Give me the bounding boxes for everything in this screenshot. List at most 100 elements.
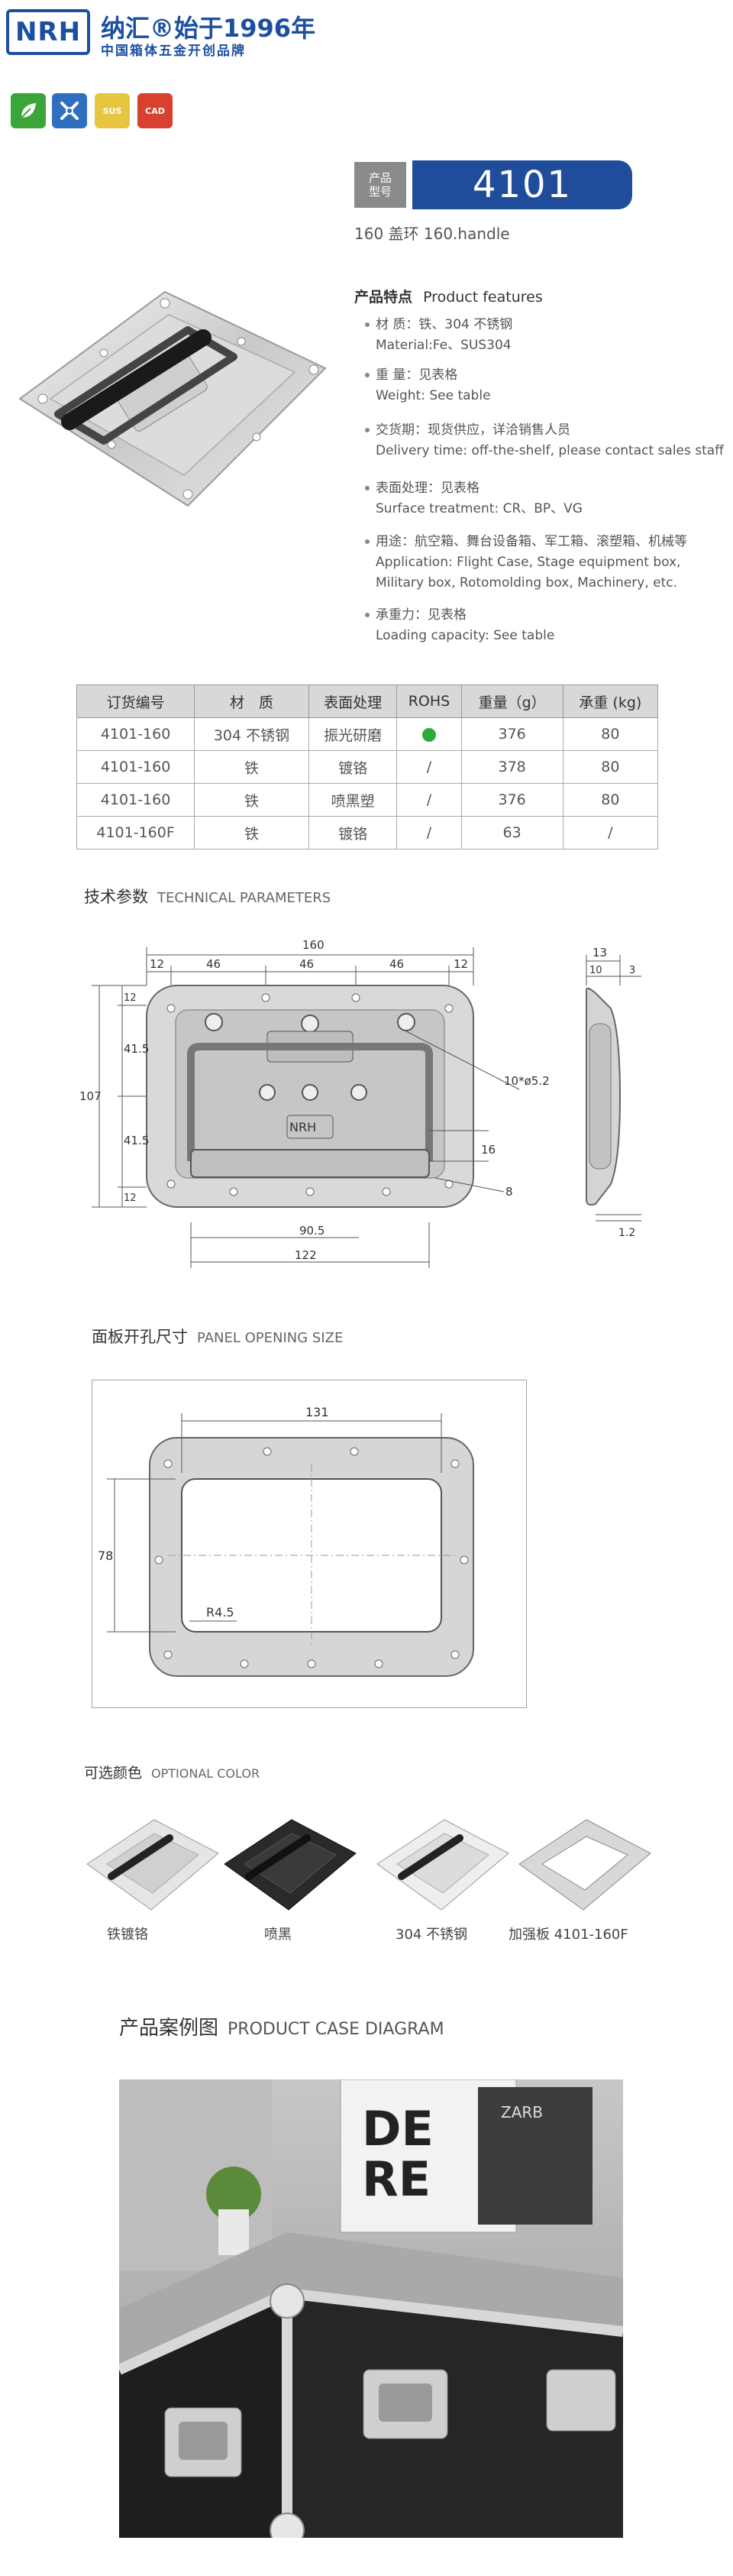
table-cell: 304 不锈钢 <box>194 717 309 751</box>
sus-label: SUS <box>102 105 122 116</box>
color-swatch-reinforcement-plate <box>518 1819 651 1911</box>
table-cell: 80 <box>562 717 659 751</box>
dim-v41-bot: 41.5 <box>124 1134 149 1147</box>
feature-en: Delivery time: off-the-shelf, please con… <box>376 443 724 458</box>
table-row: 4101-160 304 不锈钢 振光研磨 376 80 <box>76 717 659 751</box>
model-label-line2: 型号 <box>368 185 392 199</box>
bullet-icon <box>365 373 370 377</box>
color-swatch-stainless <box>376 1819 509 1911</box>
bullet-icon <box>365 613 370 617</box>
table-cell: 振光研磨 <box>308 717 398 751</box>
feature-cn: 表面处理：见表格 <box>376 481 480 496</box>
table-cell: 铁 <box>194 816 309 849</box>
feature-item: 表面处理：见表格 Surface treatment: CR、BP、VG <box>365 478 583 519</box>
table-cell: 376 <box>460 783 563 817</box>
table-row: 4101-160F 铁 镀铬 / 63 / <box>76 816 659 849</box>
dim-hole: 10*ø5.2 <box>504 1074 550 1088</box>
poster-text-zarb: ZARB <box>501 2103 543 2121</box>
dim-seg3: 46 <box>389 957 404 971</box>
feature-cn: 重 量：见表格 <box>376 367 458 383</box>
col-header: 材 质 <box>194 684 309 718</box>
table-cell: / <box>396 750 462 784</box>
model-number: 4101 <box>472 163 573 206</box>
dim-v41-top: 41.5 <box>124 1042 149 1056</box>
color-caption: 加强板 4101-160F <box>509 1927 628 1943</box>
opening-title-en: PANEL OPENING SIZE <box>197 1330 344 1346</box>
feature-item: 承重力：见表格 Loading capacity: See table <box>365 605 554 646</box>
table-cell: 铁 <box>194 783 309 817</box>
table-cell: 4101-160 <box>76 783 195 817</box>
table-cell: 63 <box>460 816 563 849</box>
table-cell: / <box>396 816 462 849</box>
colors-title-cn: 可选颜色 <box>84 1765 143 1782</box>
table-cell: 镀铬 <box>308 750 398 784</box>
dim-v12-top: 12 <box>124 992 137 1004</box>
features-title-cn: 产品特点 <box>354 289 413 306</box>
opening-height: 78 <box>98 1549 113 1563</box>
feature-item: 重 量：见表格 Weight: See table <box>365 365 491 406</box>
tools-icon <box>52 93 87 128</box>
table-cell: 80 <box>562 783 659 817</box>
features-title-en: Product features <box>423 289 543 306</box>
table-cell: 4101-160 <box>76 717 195 751</box>
feature-en: Material:Fe、SUS304 <box>376 338 512 353</box>
dim-outer: 122 <box>295 1248 317 1262</box>
dim-side-10: 10 <box>589 965 602 976</box>
dim-seg2: 46 <box>299 957 314 971</box>
dim-side-12: 1.2 <box>618 1227 635 1239</box>
features-title: 产品特点 Product features <box>354 286 543 306</box>
feature-en: Application: Flight Case, Stage equipmen… <box>376 555 681 570</box>
feature-en: Weight: See table <box>376 388 491 403</box>
bullet-icon <box>365 539 370 544</box>
feature-en: Loading capacity: See table <box>376 628 555 643</box>
feature-item: 交货期：现货供应，详洽销售人员 Delivery time: off-the-s… <box>365 420 724 461</box>
colors-title-en: OPTIONAL COLOR <box>151 1766 260 1781</box>
dim-seg1: 46 <box>206 957 221 971</box>
opening-title-cn: 面板开孔尺寸 <box>92 1328 188 1346</box>
dim-inner: 90.5 <box>299 1224 325 1238</box>
dim-overall-width: 160 <box>302 938 325 952</box>
leaf-icon <box>11 93 46 128</box>
feature-en-line2: Military box, Rotomolding box, Machinery… <box>376 575 678 591</box>
col-header: 承重 (kg) <box>562 684 659 718</box>
table-cell: 80 <box>562 750 659 784</box>
table-cell: 喷黑塑 <box>308 783 398 817</box>
product-photo <box>18 290 327 507</box>
feature-item: 用途：航空箱、舞台设备箱、军工箱、滚塑箱、机械等 Application: Fl… <box>365 532 687 594</box>
feature-cn: 材 质：铁、304 不锈钢 <box>376 317 513 332</box>
col-header: 订货编号 <box>76 684 195 718</box>
table-cell: 4101-160F <box>76 816 195 849</box>
color-caption: 铁镀铬 <box>107 1927 148 1943</box>
feature-cn: 交货期：现货供应，详洽销售人员 <box>376 422 570 438</box>
dim-side-3: 3 <box>629 965 635 976</box>
feature-item: 材 质：铁、304 不锈钢 Material:Fe、SUS304 <box>365 315 512 356</box>
table-row: 4101-160 铁 镀铬 / 378 80 <box>76 750 659 784</box>
opening-drawing: 131 78 R4.5 <box>92 1380 527 1708</box>
technical-title-en: TECHNICAL PARAMETERS <box>157 890 331 906</box>
cad-label: CAD <box>145 105 165 116</box>
brand-title: 纳汇®始于1996年 <box>101 14 316 43</box>
poster-text-de: DE <box>362 2101 434 2157</box>
color-swatch-chrome <box>86 1819 219 1911</box>
color-caption: 喷黑 <box>264 1927 292 1943</box>
opening-width: 131 <box>305 1405 329 1419</box>
poster-text-re: RE <box>362 2151 431 2207</box>
dim-margin-left: 12 <box>150 957 164 971</box>
case-title-en: PRODUCT CASE DIAGRAM <box>228 2020 444 2039</box>
sus-badge: SUS <box>95 93 130 128</box>
cad-badge: CAD <box>137 93 173 128</box>
table-header-row: 订货编号 材 质 表面处理 ROHS 重量（g） 承重 (kg) <box>76 684 659 718</box>
table-cell: 378 <box>460 750 563 784</box>
bullet-icon <box>365 486 370 490</box>
feature-en: Surface treatment: CR、BP、VG <box>376 501 583 516</box>
feature-cn: 用途：航空箱、舞台设备箱、军工箱、滚塑箱、机械等 <box>376 534 687 549</box>
table-cell: 镀铬 <box>308 816 398 849</box>
table-cell: 376 <box>460 717 563 751</box>
logo-text: NRH <box>15 17 82 47</box>
dim-height: 107 <box>79 1089 102 1103</box>
drawing-logo-text: NRH <box>289 1120 316 1134</box>
color-swatch-black <box>224 1819 357 1911</box>
table-cell: 铁 <box>194 750 309 784</box>
model-label-line1: 产品 <box>368 171 392 185</box>
